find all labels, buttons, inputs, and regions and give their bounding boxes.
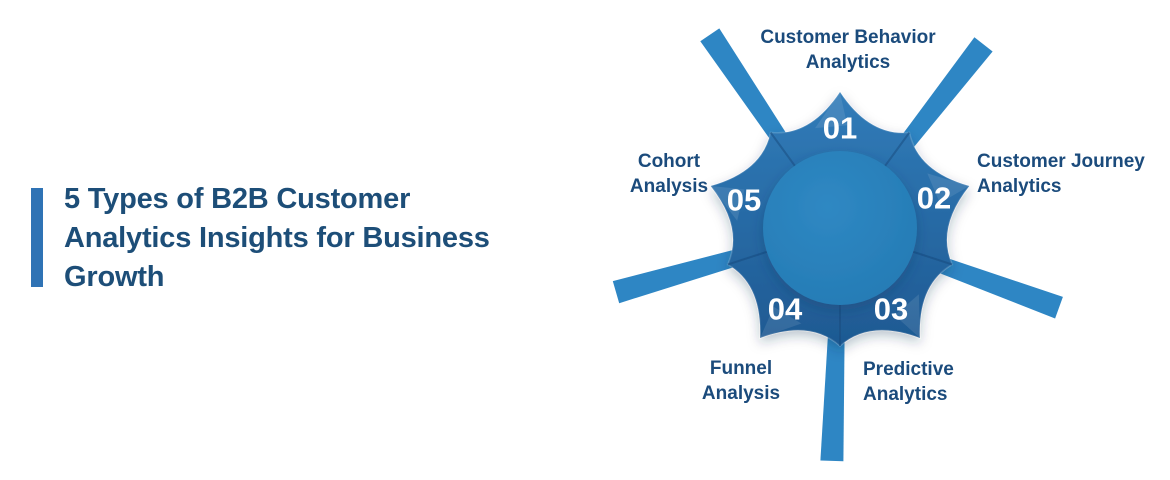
segment-number-01: 01 bbox=[823, 111, 857, 146]
label-line: Funnel bbox=[709, 358, 773, 379]
segment-number-02: 02 bbox=[917, 181, 951, 216]
center-circle bbox=[763, 151, 917, 305]
label-line: Predictive bbox=[863, 359, 954, 380]
label-line: Analysis bbox=[629, 176, 709, 197]
page-title-line-3: Growth bbox=[64, 261, 165, 293]
segment-number-04: 04 bbox=[768, 292, 803, 327]
label-line: Customer Behavior bbox=[760, 27, 936, 48]
label-line: Analysis bbox=[701, 383, 781, 404]
segment-label-customer-behavior-analytics: Customer Behavior Analytics bbox=[760, 25, 935, 75]
label-line: Customer Journey bbox=[977, 151, 1145, 172]
segment-label-funnel-analysis: Funnel Analysis bbox=[702, 356, 780, 406]
segment-number-03: 03 bbox=[874, 292, 908, 327]
segment-label-cohort-analysis: Cohort Analysis bbox=[630, 149, 708, 199]
petal-tip-highlights bbox=[710, 92, 970, 338]
label-line: Analytics bbox=[977, 176, 1062, 197]
label-line: Analytics bbox=[805, 52, 891, 73]
label-line: Cohort bbox=[637, 151, 701, 172]
label-line: Analytics bbox=[863, 384, 948, 405]
page-title: 5 Types of B2B Customer Analytics Insigh… bbox=[64, 180, 490, 297]
title-accent-bar bbox=[31, 188, 43, 287]
page-title-line-1: 5 Types of B2B Customer bbox=[64, 183, 411, 215]
segment-label-predictive-analytics: Predictive Analytics bbox=[863, 357, 954, 407]
segment-label-customer-journey-analytics: Customer Journey Analytics bbox=[977, 149, 1145, 199]
segment-number-05: 05 bbox=[727, 183, 761, 218]
page-title-line-2: Analytics Insights for Business bbox=[64, 222, 490, 254]
